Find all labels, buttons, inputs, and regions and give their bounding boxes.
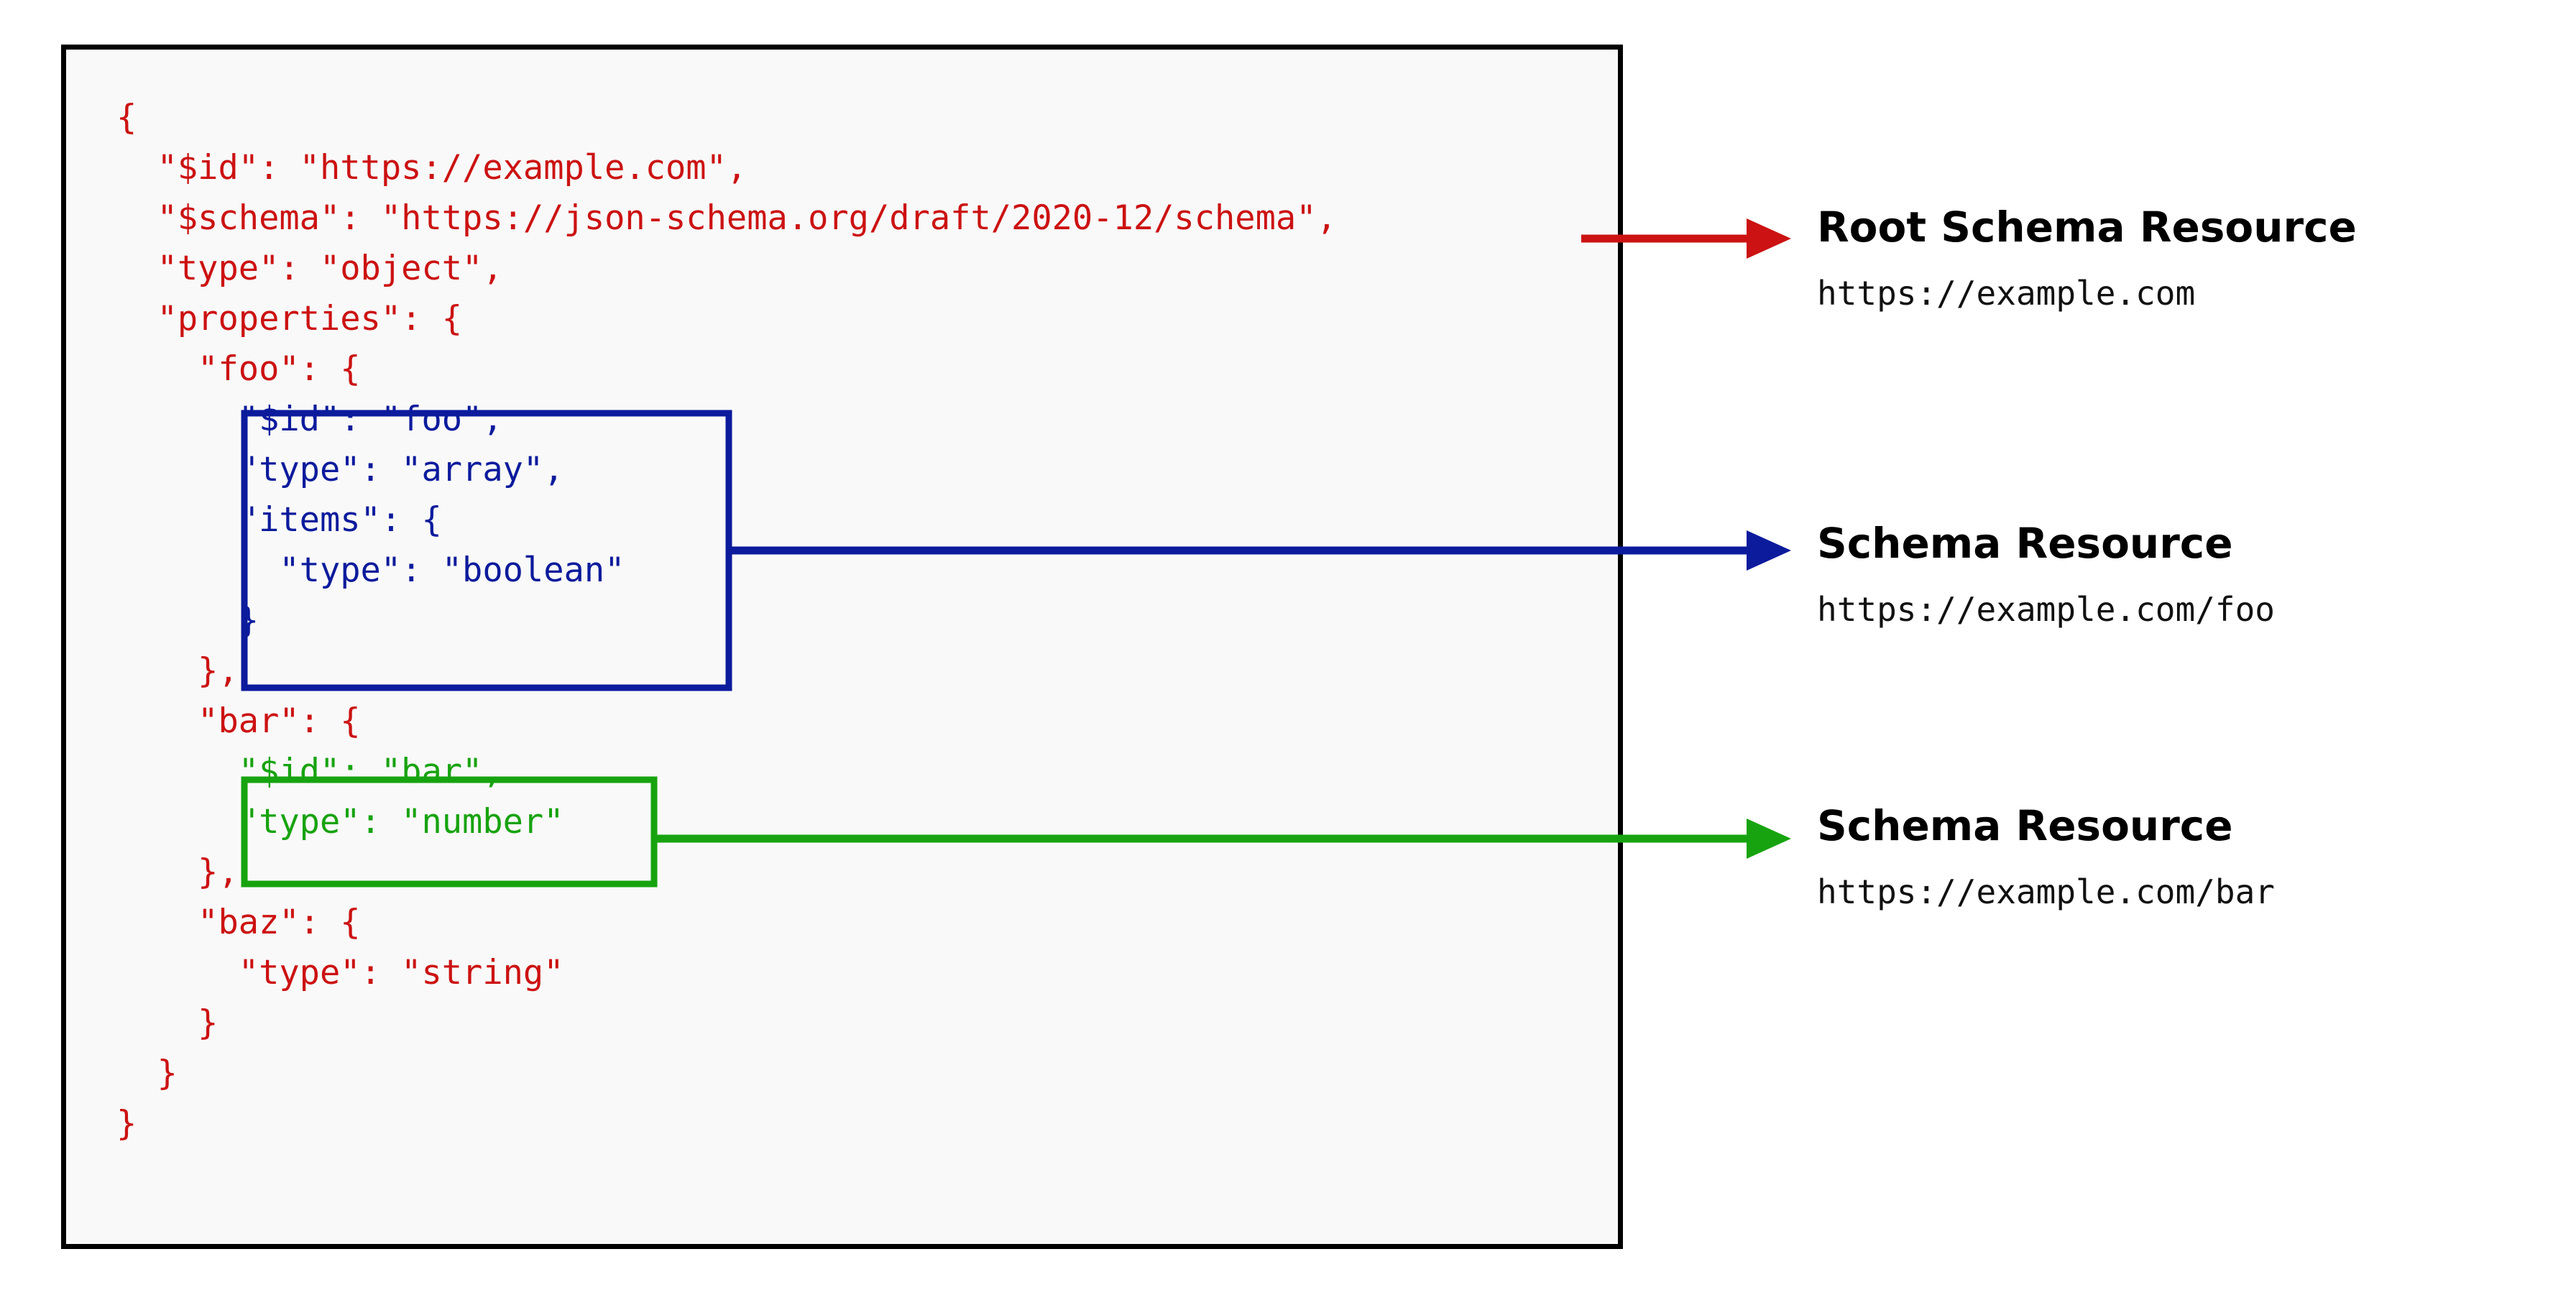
code-line: "type": "array",: [116, 450, 564, 489]
code-line: "properties": {: [116, 299, 463, 338]
code-line: {: [116, 98, 137, 137]
annotation-title: Schema Resource: [1817, 519, 2233, 568]
annotation-root-schema-resource: Root Schema Resource https://example.com: [1817, 203, 2357, 313]
code-line: }: [116, 1104, 137, 1143]
annotation-url: https://example.com: [1817, 274, 2196, 313]
code-line: "type": "number": [116, 802, 564, 842]
code-line: }: [116, 1003, 218, 1043]
code-line: }: [116, 1054, 178, 1093]
code-line: "type": "string": [116, 953, 564, 992]
code-line: "$id": "bar",: [116, 752, 503, 791]
json-schema-code: { "$id": "https://example.com", "$schema…: [116, 93, 1337, 1149]
annotation-title: Root Schema Resource: [1817, 203, 2357, 252]
code-line: }: [116, 601, 259, 640]
annotation-url: https://example.com/bar: [1817, 872, 2275, 911]
code-line: "baz": {: [116, 903, 361, 942]
code-line: "type": "boolean": [116, 550, 625, 590]
annotation-title: Schema Resource: [1817, 801, 2233, 850]
code-line: "bar": {: [116, 701, 361, 741]
code-line: "$schema": "https://json-schema.org/draf…: [116, 198, 1337, 238]
annotation-bar-schema-resource: Schema Resource https://example.com/bar: [1817, 801, 2275, 912]
code-line: "type": "object",: [116, 249, 503, 288]
code-line: },: [116, 852, 239, 892]
code-line: "foo": {: [116, 349, 361, 389]
annotation-url: https://example.com/foo: [1817, 590, 2275, 629]
code-panel: { "$id": "https://example.com", "$schema…: [61, 45, 1623, 1249]
code-line: },: [116, 651, 239, 691]
code-line: "items": {: [116, 500, 442, 540]
annotation-foo-schema-resource: Schema Resource https://example.com/foo: [1817, 519, 2275, 630]
code-line: "$id": "https://example.com",: [116, 148, 748, 188]
code-line: "$id": "foo",: [116, 400, 503, 439]
